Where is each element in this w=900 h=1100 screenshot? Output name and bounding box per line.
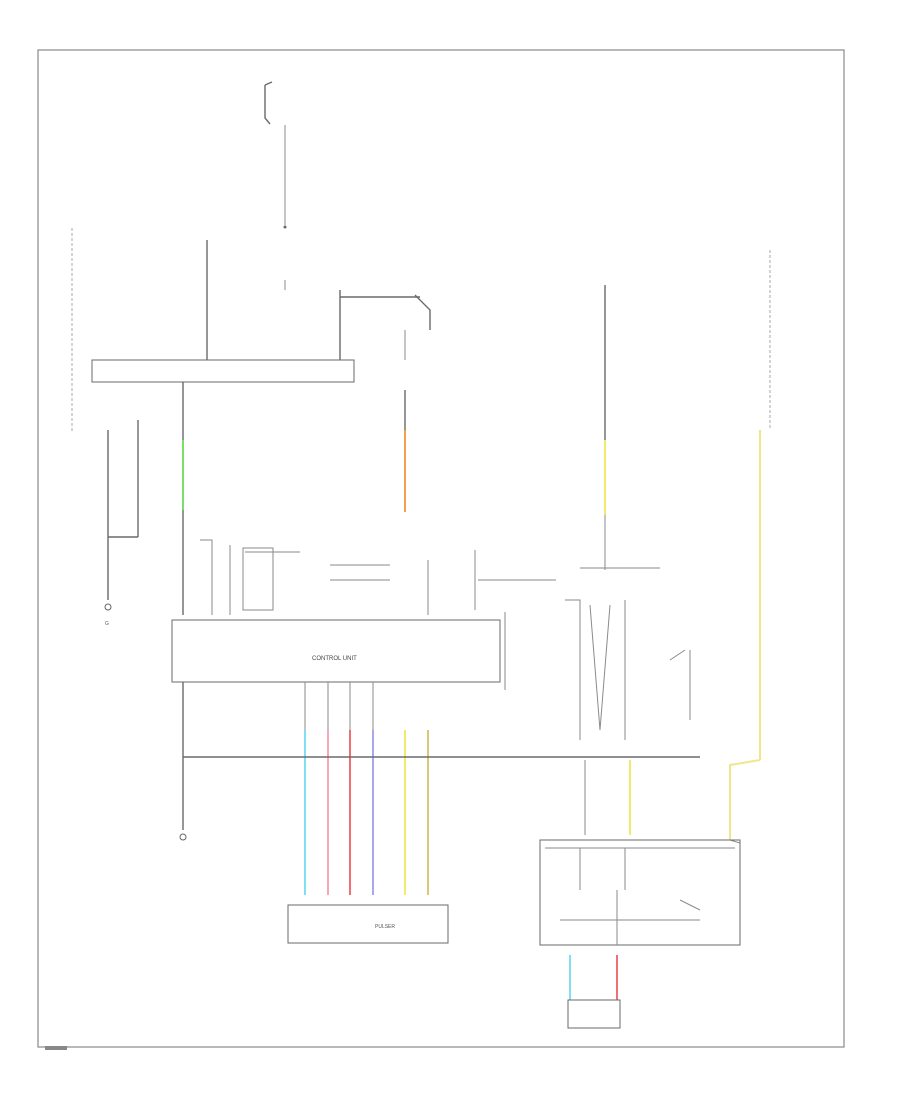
signal-wire-bundle [182, 682, 429, 895]
window-motor-circuit [567, 955, 621, 1029]
power-window-switch-box [539, 839, 741, 946]
fuse-battery-feed [264, 81, 287, 229]
light-yellow-wire-branch [729, 430, 761, 844]
passenger-switch-circuit [565, 567, 691, 835]
junction-connector-bar [91, 359, 355, 383]
pulser-label: PULSER [375, 924, 395, 930]
control-unit-internal-switches [200, 539, 556, 690]
left-ground-circuit [104, 382, 184, 615]
ground-symbol-icon [179, 833, 187, 841]
switch-box-internals [545, 847, 735, 945]
control-unit-label: CONTROL UNIT [312, 656, 357, 662]
ignition-switch-area [284, 280, 431, 360]
control-unit-box [171, 619, 501, 683]
pulser-connector-box [287, 904, 449, 944]
ground-label: G [105, 621, 109, 627]
page-id-marker [45, 1046, 67, 1050]
diagram-frame [37, 49, 845, 1048]
